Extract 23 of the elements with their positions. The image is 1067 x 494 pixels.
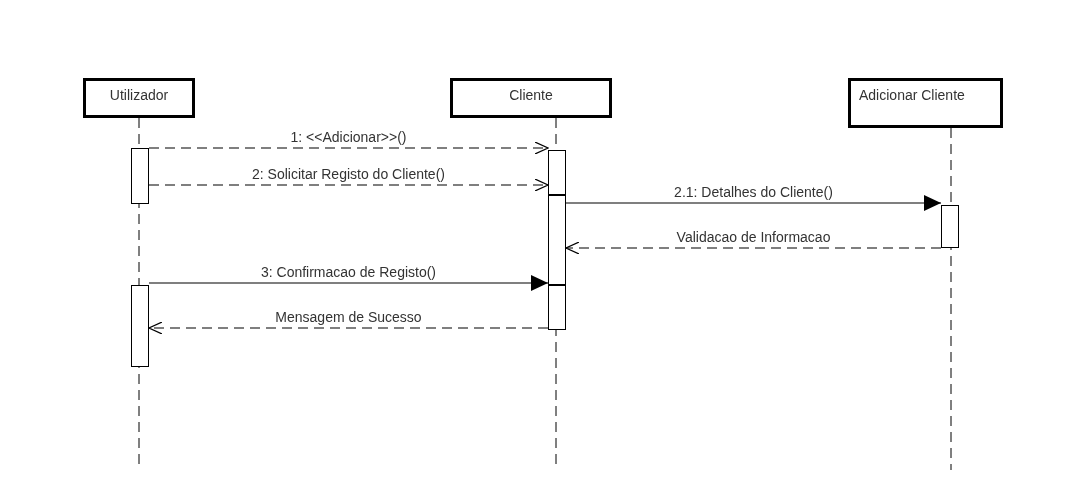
lifeline-head-box xyxy=(450,78,612,118)
activation-bar xyxy=(548,195,566,285)
activation-bar xyxy=(131,148,149,204)
return-message-arrow xyxy=(148,321,549,335)
activation-bar xyxy=(941,205,959,248)
return-message-arrow xyxy=(565,241,942,255)
message-arrow xyxy=(565,195,942,211)
message-label: 2: Solicitar Registo do Cliente() xyxy=(250,166,447,182)
return-message-arrow xyxy=(148,141,549,155)
message-label: 2.1: Detalhes do Cliente() xyxy=(672,184,835,200)
activation-bar xyxy=(131,285,149,367)
lifeline-name: Utilizador xyxy=(109,87,169,103)
lifeline-name: Adicionar Cliente xyxy=(859,87,965,103)
message-label: Mensagem de Sucesso xyxy=(273,309,424,325)
message-arrow xyxy=(148,275,549,291)
lifeline-name: Cliente xyxy=(509,87,553,103)
lifeline-head-box xyxy=(848,78,1003,128)
activation-bar xyxy=(548,285,566,330)
lifeline-head-box xyxy=(83,78,195,118)
message-label: 1: <<Adicionar>>() xyxy=(288,129,409,145)
activation-bar xyxy=(548,150,566,195)
message-label: Validacao de Informacao xyxy=(674,229,833,245)
return-message-arrow xyxy=(148,178,549,192)
